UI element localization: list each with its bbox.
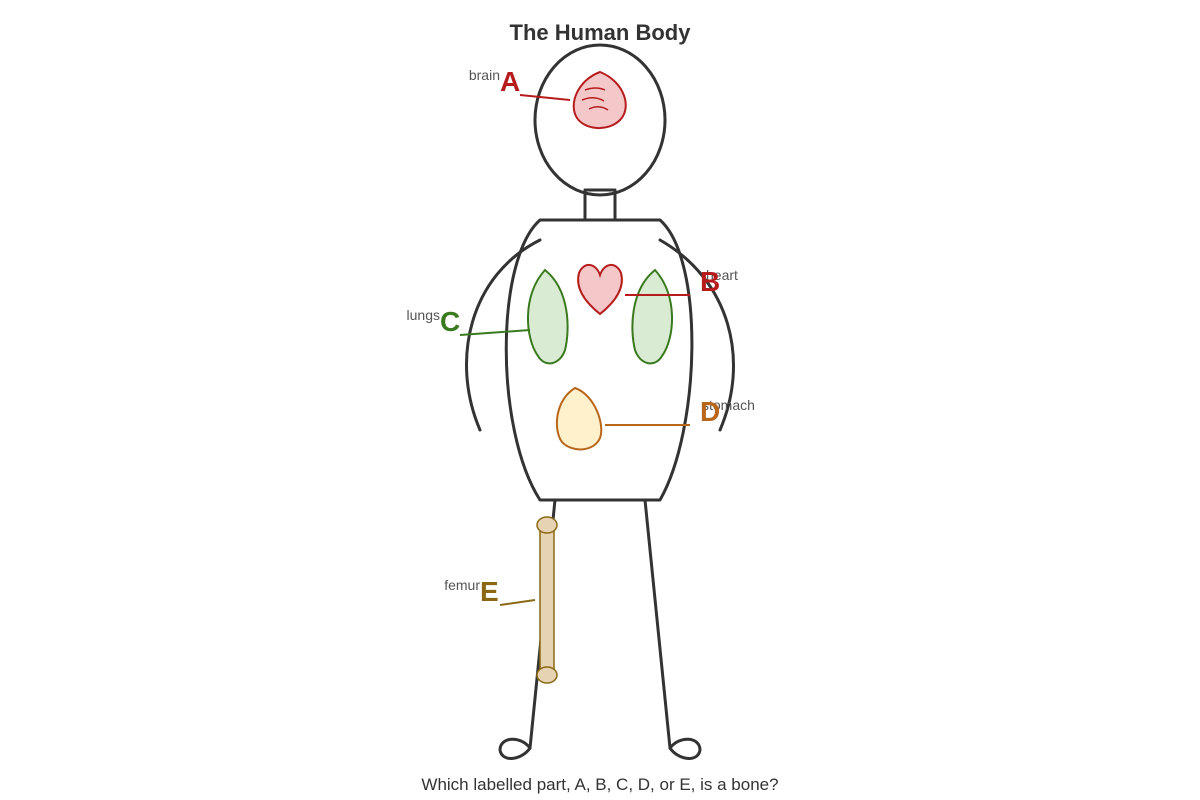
body-outline (465, 43, 735, 760)
torso-outline (504, 218, 694, 502)
lungs-leader-line (459, 329, 531, 336)
femur-shaft (539, 525, 555, 675)
right-lung (631, 268, 673, 365)
brain-letter-label: A (500, 66, 520, 97)
question-text: Which labelled part, A, B, C, D, or E, i… (421, 775, 778, 794)
left-arm-outline (465, 238, 542, 432)
lungs-organ (527, 268, 673, 365)
right-arm-outline (658, 238, 735, 432)
stomach-organ (555, 386, 603, 451)
left-lung (527, 268, 569, 365)
diagram-title: The Human Body (510, 20, 692, 45)
lungs-letter-label: C (440, 306, 460, 337)
brain-organ (572, 70, 627, 129)
femur-bone (536, 516, 558, 684)
heart-letter-label: B (700, 266, 720, 297)
right-foot-outline (668, 737, 702, 760)
brain-fold (581, 97, 605, 102)
brain-leader-line (519, 94, 571, 101)
right-leg-outline (643, 498, 672, 750)
brain-shape (572, 70, 627, 129)
stomach-name-label: stomach (702, 397, 755, 413)
stomach-letter-label: D (700, 396, 720, 427)
head-outline (533, 43, 667, 197)
femur-letter-label: E (480, 576, 499, 607)
left-foot-outline (498, 737, 532, 760)
brain-fold (584, 87, 606, 91)
heart-organ (577, 264, 623, 316)
femur-leader-line (499, 599, 536, 606)
brain-name-label: brain (469, 67, 500, 83)
femur-knee-end (536, 666, 558, 684)
femur-name-label: femur (444, 577, 480, 593)
heart-name-label: heart (706, 267, 738, 283)
lungs-name-label: lungs (407, 307, 440, 323)
femur-head (536, 516, 558, 534)
brain-fold (588, 106, 609, 111)
